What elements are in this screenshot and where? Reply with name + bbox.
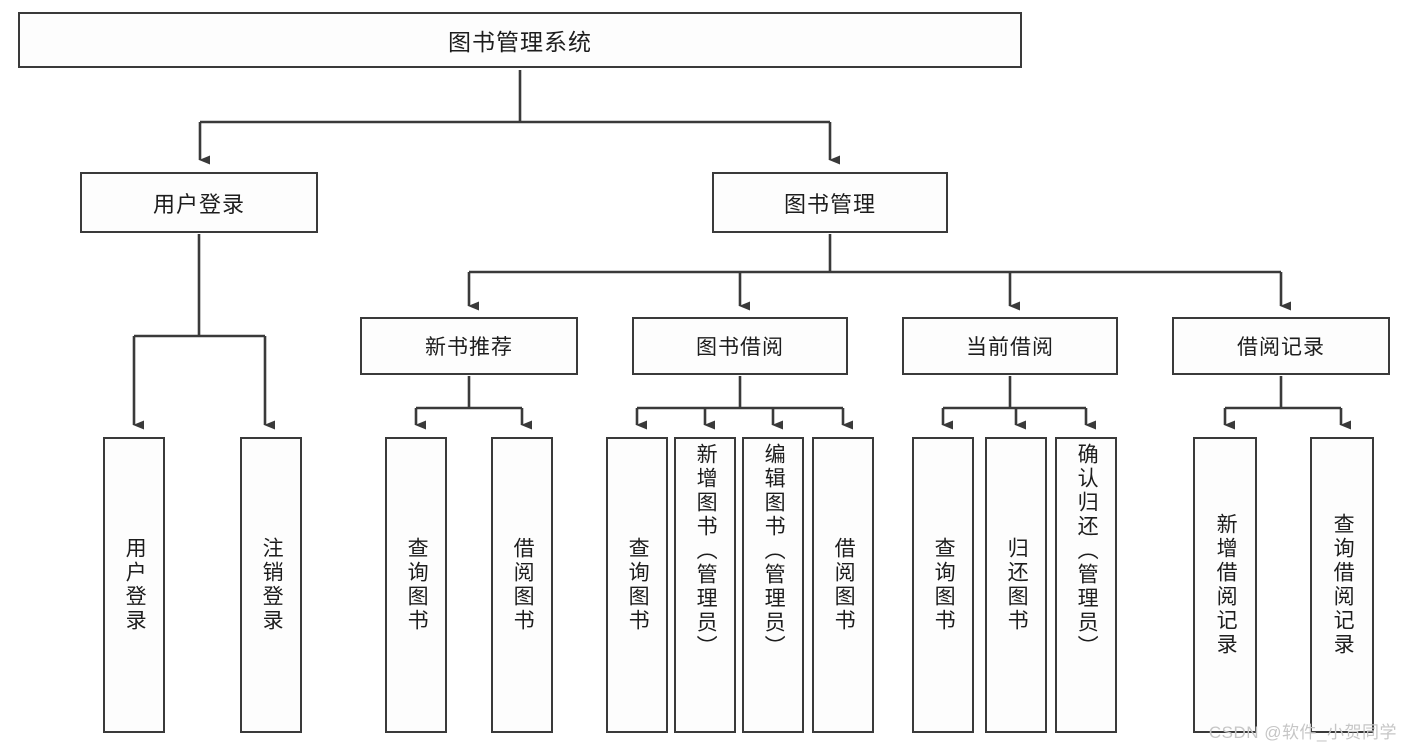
node-label: 借阅记录: [1237, 336, 1325, 359]
leaf-label: 查询图书: [932, 537, 956, 633]
leaf-current-borrow-return[interactable]: 归还图书: [985, 437, 1047, 733]
node-label: 当前借阅: [966, 336, 1054, 359]
leaf-label: 归还图书: [1005, 537, 1029, 633]
leaf-borrow-record-add[interactable]: 新增借阅记录: [1193, 437, 1257, 733]
node-label: 图书管理: [783, 191, 876, 217]
node-borrow-record[interactable]: 借阅记录: [1172, 317, 1390, 375]
node-label: 图书管理系统: [448, 29, 592, 55]
leaf-current-borrow-query[interactable]: 查询图书: [912, 437, 974, 733]
node-book-borrow[interactable]: 图书借阅: [632, 317, 848, 375]
leaf-user-login-logout[interactable]: 注销登录: [240, 437, 302, 733]
node-current-borrow[interactable]: 当前借阅: [902, 317, 1118, 375]
leaf-new-book-borrow[interactable]: 借阅图书: [491, 437, 553, 733]
node-new-book-recommend[interactable]: 新书推荐: [360, 317, 578, 375]
leaf-label: 新增借阅记录: [1214, 513, 1238, 657]
leaf-label: 查询借阅记录: [1331, 513, 1355, 657]
leaf-book-borrow-edit[interactable]: 编辑图书（管理员）: [742, 437, 804, 733]
leaf-user-login-login[interactable]: 用户登录: [103, 437, 165, 733]
leaf-label: 编辑图书（管理员）: [762, 443, 786, 659]
node-root-system[interactable]: 图书管理系统: [18, 12, 1022, 68]
node-label: 图书借阅: [696, 336, 784, 359]
node-label: 用户登录: [152, 191, 245, 217]
leaf-label: 查询图书: [626, 537, 650, 633]
leaf-label: 借阅图书: [511, 537, 535, 633]
leaf-borrow-record-query[interactable]: 查询借阅记录: [1310, 437, 1374, 733]
leaf-current-borrow-confirm-return[interactable]: 确认归还（管理员）: [1055, 437, 1117, 733]
leaf-new-book-query[interactable]: 查询图书: [385, 437, 447, 733]
leaf-label: 查询图书: [405, 537, 429, 633]
leaf-label: 新增图书（管理员）: [694, 443, 718, 659]
leaf-book-borrow-add[interactable]: 新增图书（管理员）: [674, 437, 736, 733]
leaf-label: 确认归还（管理员）: [1075, 443, 1099, 659]
leaf-book-borrow-query[interactable]: 查询图书: [606, 437, 668, 733]
leaf-book-borrow-borrow[interactable]: 借阅图书: [812, 437, 874, 733]
node-user-login[interactable]: 用户登录: [80, 172, 318, 233]
node-label: 新书推荐: [425, 336, 513, 359]
node-book-management[interactable]: 图书管理: [712, 172, 948, 233]
leaf-label: 借阅图书: [832, 537, 856, 633]
leaf-label: 注销登录: [260, 537, 284, 633]
leaf-label: 用户登录: [123, 537, 147, 633]
